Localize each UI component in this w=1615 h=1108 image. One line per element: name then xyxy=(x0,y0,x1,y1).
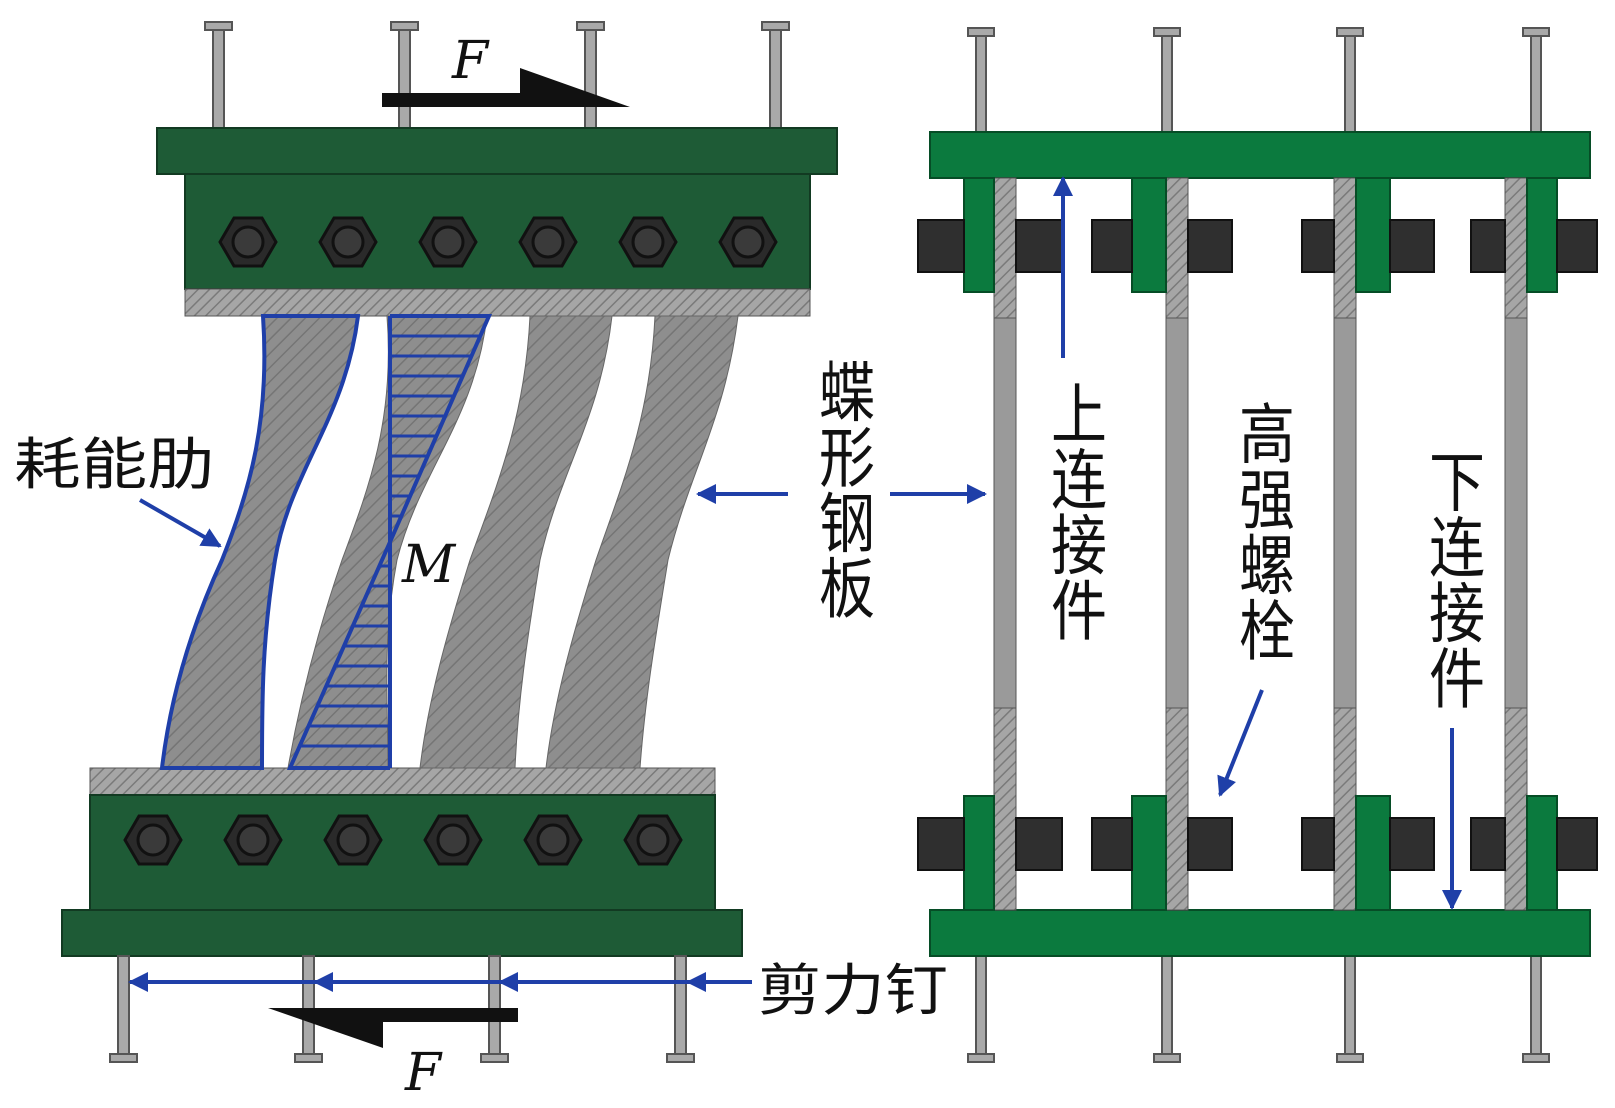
labels: F F M 耗能肋 剪力钉 蝶形钢板 上连接件 高强螺栓 下连接件 xyxy=(14,31,1485,1103)
bottom-connector-block xyxy=(89,794,716,911)
rib-4 xyxy=(545,315,739,769)
hex-bolt-icon xyxy=(917,817,965,871)
side-steel-plates xyxy=(993,177,1528,911)
bottom-flange-plate xyxy=(61,909,743,957)
label-shear-stud: 剪力钉 xyxy=(758,959,948,1024)
bottom-bolt-row xyxy=(123,814,683,866)
top-bolt-row xyxy=(218,216,778,268)
side-clamp-blocks xyxy=(963,177,1558,911)
rib-3 xyxy=(419,315,613,769)
label-upper-connector: 上连接件 xyxy=(1042,380,1107,642)
top-shear-studs xyxy=(204,21,790,129)
label-high-strength-bolt: 高强螺栓 xyxy=(1230,400,1295,662)
hex-bolt-icon xyxy=(1091,817,1133,871)
side-view xyxy=(917,27,1598,1063)
rib-outline xyxy=(159,314,361,770)
label-butterfly-plate: 蝶形钢板 xyxy=(810,358,875,620)
hex-bolt-icon xyxy=(1091,219,1133,273)
force-arrow-icon xyxy=(382,68,630,107)
hex-bolt-icon xyxy=(1470,219,1506,273)
butterfly-ribs xyxy=(161,315,739,769)
side-bottom-flange xyxy=(929,909,1591,957)
bottom-shear-studs xyxy=(109,955,695,1063)
hex-bolt-icon xyxy=(917,219,965,273)
bottom-steel-strip xyxy=(89,767,716,796)
label-energy-rib: 耗能肋 xyxy=(14,433,214,498)
annotation-arrows xyxy=(128,176,1462,992)
label-moment: M xyxy=(401,535,457,595)
label-force-top: F xyxy=(451,31,490,91)
top-steel-strip xyxy=(184,288,811,317)
top-flange-plate xyxy=(156,127,838,175)
label-force-bottom: F xyxy=(404,1043,443,1103)
side-top-flange xyxy=(929,131,1591,179)
force-arrow-icon xyxy=(268,1008,518,1048)
hex-bolt-icon xyxy=(1301,817,1335,871)
top-connector-block xyxy=(184,173,811,290)
front-view xyxy=(61,21,838,1063)
high-strength-bolts xyxy=(917,219,1598,871)
moment-diagram xyxy=(286,314,493,770)
hex-bolt-icon xyxy=(1470,817,1506,871)
hex-bolt-icon xyxy=(1301,219,1335,273)
label-lower-connector: 下连接件 xyxy=(1420,448,1485,710)
